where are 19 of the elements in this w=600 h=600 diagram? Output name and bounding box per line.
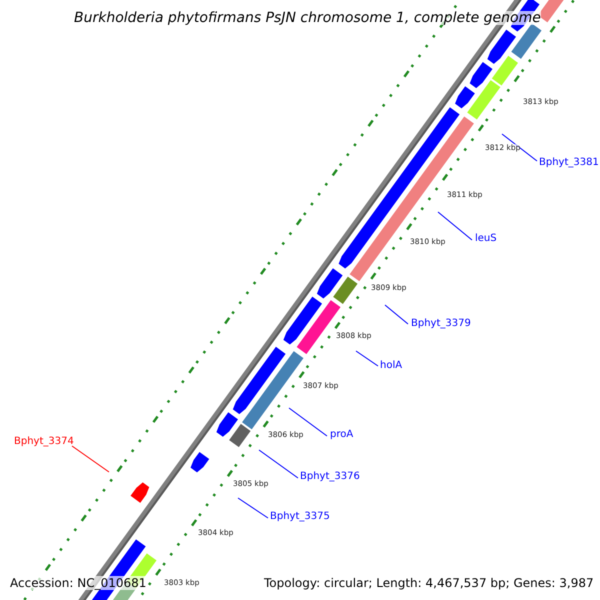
leader-line xyxy=(502,134,538,162)
leader-line xyxy=(356,350,378,366)
leader-line xyxy=(384,304,408,324)
gene-label: Bphyt_3376 xyxy=(300,472,360,482)
gene-label: holA xyxy=(380,361,402,371)
accession-label: Accession: NC_010681 xyxy=(8,576,148,590)
leader-line xyxy=(288,408,328,436)
leader-line xyxy=(72,446,110,472)
gene-label: proA xyxy=(330,430,354,440)
gene-label: Bphyt_3381 xyxy=(539,158,599,168)
gene-label: Bphyt_3379 xyxy=(411,319,471,329)
gene-label: leuS xyxy=(475,234,497,244)
leader-line xyxy=(258,450,298,478)
genome-info-label: Topology: circular; Length: 4,467,537 bp; Genes: 3,987 xyxy=(262,576,596,590)
leader-line xyxy=(238,498,268,518)
gene-label: Bphyt_3375 xyxy=(270,512,330,522)
gene-label: Bphyt_3374 xyxy=(14,437,74,447)
leader-line xyxy=(438,212,472,240)
map-title: Burkholderia phytofirmans PsJN chromosome 1, complete genome xyxy=(74,11,541,25)
